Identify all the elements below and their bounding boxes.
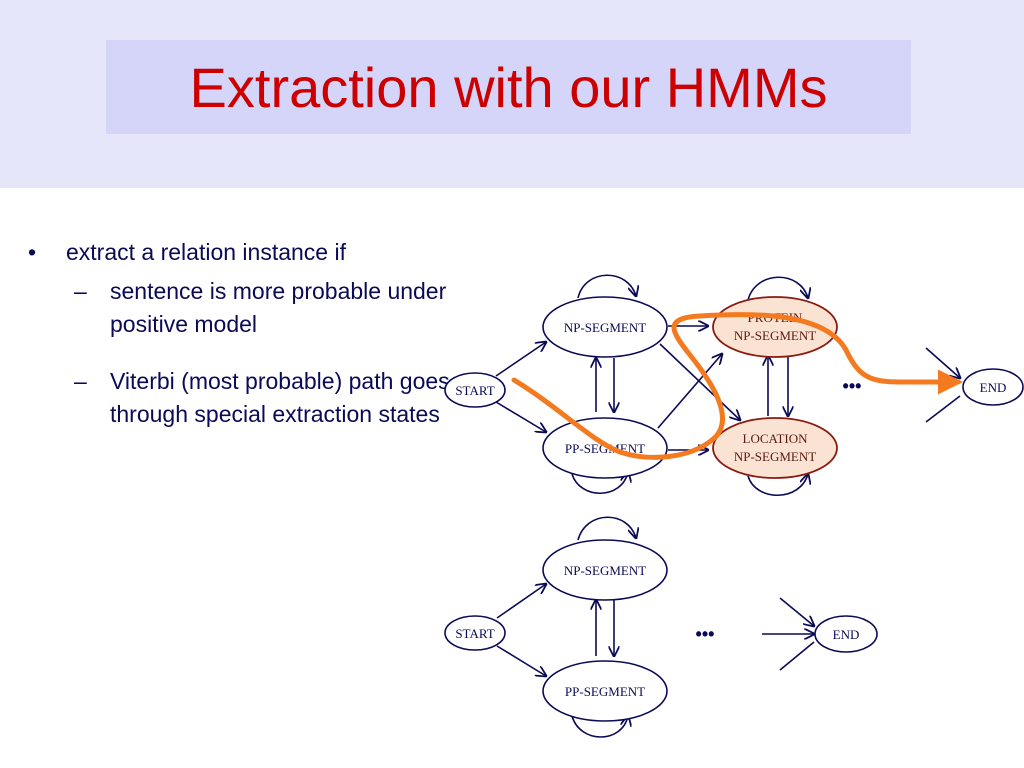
edge-pp-protein — [657, 354, 722, 429]
edge-start-pp-bottom — [496, 645, 546, 676]
svg-text:LOCATION: LOCATION — [743, 431, 809, 446]
sub-bullet-viterbi: – Viterbi (most probable) path goes thro… — [28, 365, 458, 431]
sub-bullet-text-2: Viterbi (most probable) path goes throug… — [110, 368, 450, 427]
edge-start-pp — [495, 401, 546, 432]
node-pp-segment-bottom: PP-SEGMENT — [542, 660, 668, 722]
edge-into-end-bottom-3 — [779, 641, 815, 671]
node-start-bottom: START — [444, 615, 506, 651]
svg-text:NP-SEGMENT: NP-SEGMENT — [564, 563, 646, 578]
svg-text:NP-SEGMENT: NP-SEGMENT — [734, 328, 816, 343]
edge-np-location — [659, 343, 740, 420]
self-loop-location — [747, 474, 808, 496]
sub-bullet-marker: – — [74, 278, 87, 304]
node-end-bottom: END — [814, 615, 878, 653]
edge-into-end-1 — [925, 347, 960, 378]
svg-text:END: END — [980, 380, 1007, 395]
bullet-list: • extract a relation instance if – sente… — [28, 236, 458, 431]
self-loop-protein — [747, 276, 808, 300]
edge-start-np — [495, 342, 546, 377]
svg-text:START: START — [455, 383, 494, 398]
edge-start-np-bottom — [496, 584, 546, 619]
node-location-np-segment: LOCATION NP-SEGMENT — [712, 417, 838, 479]
edge-into-end-bottom-1 — [779, 597, 814, 626]
viterbi-path — [511, 312, 963, 460]
node-protein-np-segment: PROTEIN NP-SEGMENT — [712, 296, 838, 358]
bullet-main: • extract a relation instance if — [28, 236, 458, 269]
node-start-top: START — [444, 372, 506, 408]
edge-into-end-2 — [925, 395, 961, 423]
negative-model — [496, 516, 815, 738]
bullet-main-text: extract a relation instance if — [66, 239, 346, 265]
sub-bullet-probable: – sentence is more probable under positi… — [28, 275, 458, 341]
svg-text:NP-SEGMENT: NP-SEGMENT — [564, 320, 646, 335]
bullet-marker: • — [28, 239, 37, 265]
ellipsis-top: ••• — [843, 376, 862, 396]
slide-title: Extraction with our HMMs — [189, 55, 828, 119]
svg-text:START: START — [455, 626, 494, 641]
node-pp-segment-top: PP-SEGMENT — [542, 417, 668, 479]
svg-text:NP-SEGMENT: NP-SEGMENT — [734, 449, 816, 464]
node-np-segment-bottom: NP-SEGMENT — [542, 539, 668, 601]
sub-bullet-marker: – — [74, 368, 87, 394]
node-end-top: END — [962, 368, 1024, 406]
self-loop-np-bottom — [577, 516, 636, 540]
self-loop-pp — [571, 472, 628, 495]
sub-bullet-text-1: sentence is more probable under positive… — [110, 278, 447, 337]
self-loop-pp-bottom — [571, 716, 628, 738]
title-box: Extraction with our HMMs — [106, 40, 911, 134]
self-loop-np — [577, 274, 636, 298]
positive-model — [495, 274, 961, 496]
node-np-segment-top: NP-SEGMENT — [542, 296, 668, 358]
ellipsis-bottom: ••• — [696, 624, 715, 644]
svg-text:PP-SEGMENT: PP-SEGMENT — [565, 684, 645, 699]
svg-text:END: END — [833, 627, 860, 642]
